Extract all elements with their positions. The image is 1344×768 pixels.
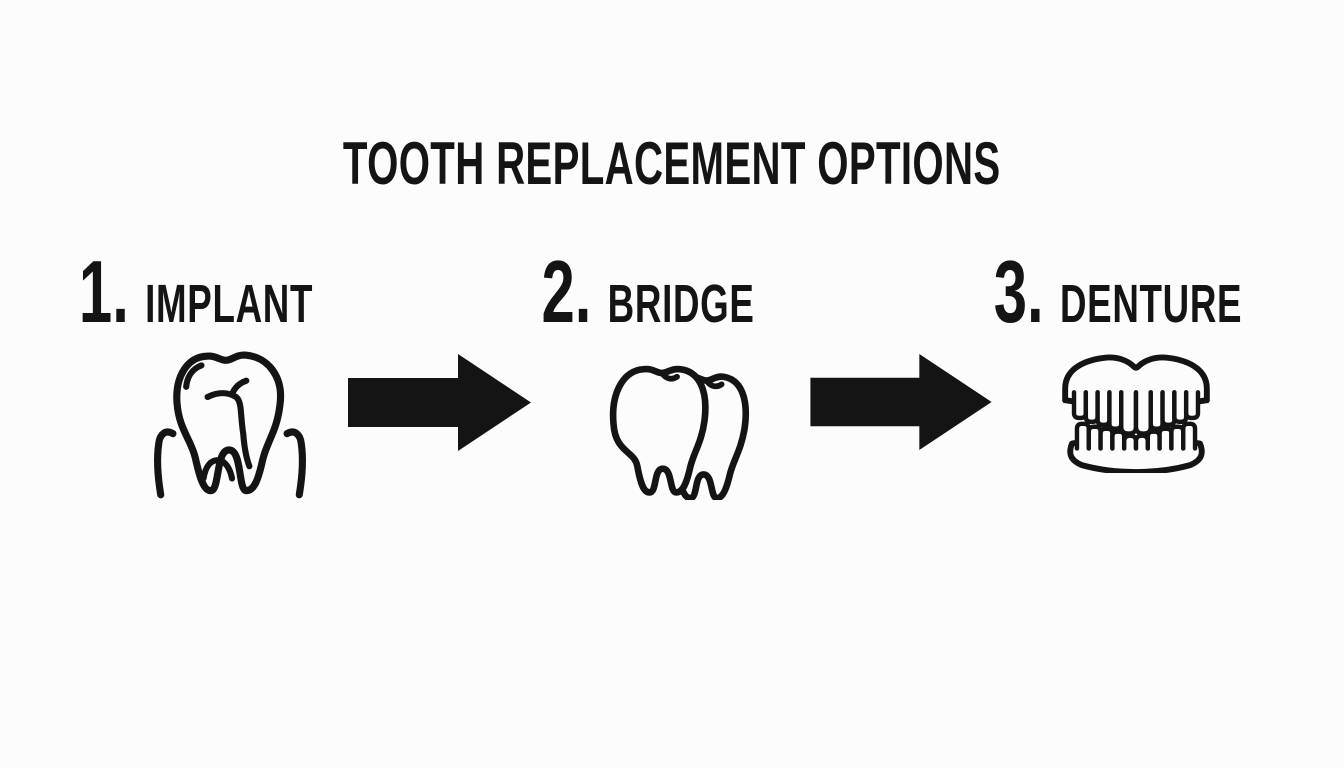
step-3-name: DENTURE [1059,274,1243,334]
inner-root-arch [200,457,236,482]
crown-highlight [183,362,205,390]
denture-upper-tooth [1183,390,1201,421]
bridge-left-groove [659,370,680,382]
root-canal-line [204,390,253,470]
page-title: TOOTH REPLACEMENT OPTIONS [0,134,1344,194]
bridge-teeth-icon [609,365,750,500]
arrow-right-icon [348,354,531,451]
step-3-number: 3. [993,242,1044,341]
implant-tooth-icon [154,351,306,499]
step-1-number: 1. [78,242,129,341]
page-title-text: TOOTH REPLACEMENT OPTIONS [343,130,1001,197]
step-1-name: IMPLANT [145,274,314,334]
step-2-label: 2. BRIDGE [376,248,920,338]
gum-right-line [283,428,306,499]
molar-outline [173,351,285,495]
denture-lower-tooth [1181,421,1198,451]
denture-upper-tooth [1148,390,1165,431]
arrow-shape [348,354,531,451]
step-3-label: 3. DENTURE [846,248,1344,338]
root-canal-branch [228,377,250,397]
denture-icon [1062,354,1210,473]
arrow-right-icon [810,353,992,451]
step-1-label: 1. IMPLANT [0,248,468,338]
gum-left-line [154,428,177,499]
denture-upper-tooth [1119,390,1139,436]
step-2-name: BRIDGE [607,274,755,334]
step-2-number: 2. [541,242,592,341]
denture-upper-tooth [1133,390,1153,436]
bridge-right-groove [703,377,725,390]
arrow-shape [810,353,992,451]
bridge-left-tooth [609,365,709,496]
denture-upper-tooth [1172,390,1189,425]
